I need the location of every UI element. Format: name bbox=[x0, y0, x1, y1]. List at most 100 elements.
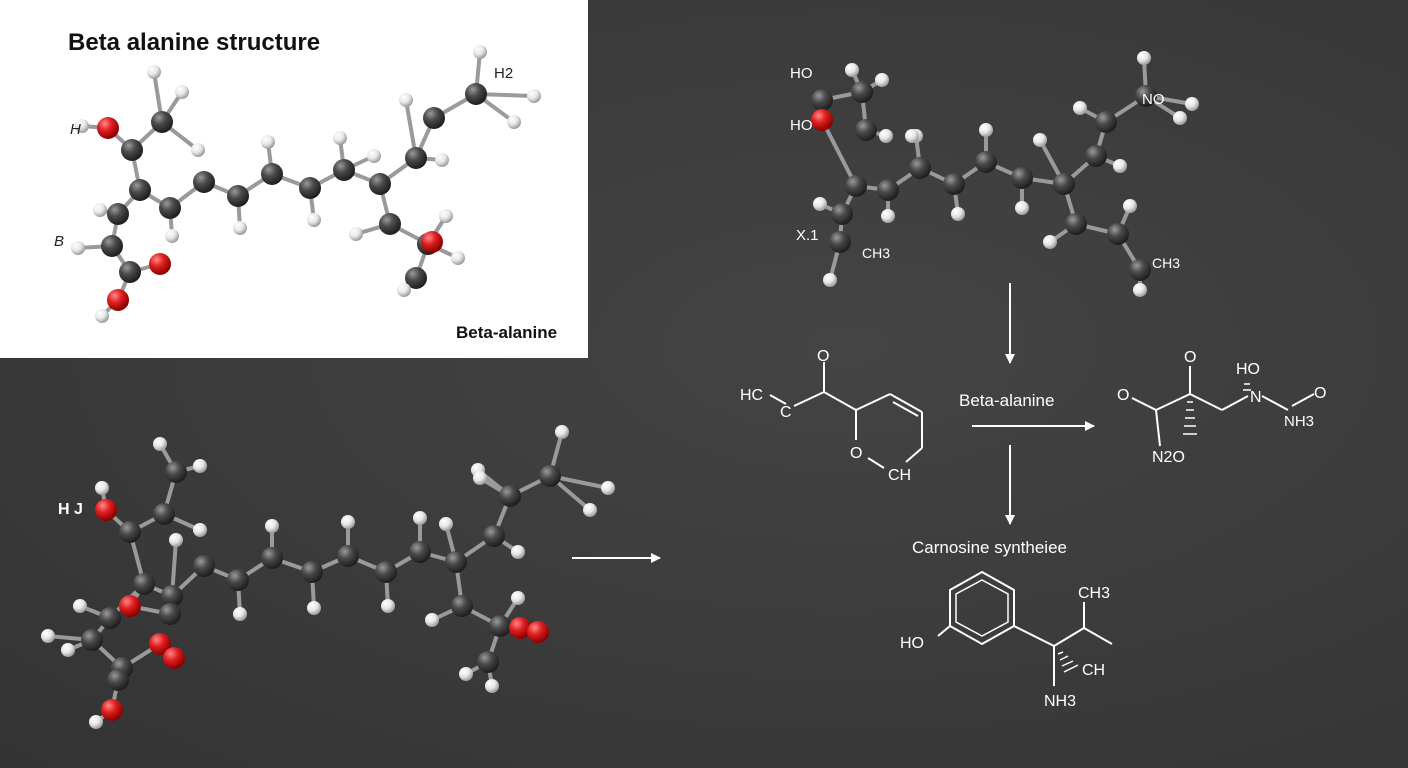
product-ho: HO bbox=[1236, 361, 1260, 378]
hydrogen-atom bbox=[1133, 283, 1147, 297]
oxygen-atom bbox=[509, 617, 531, 639]
hydrogen-atom bbox=[601, 481, 615, 495]
hydrogen-atom bbox=[71, 241, 85, 255]
hydrogen-atom bbox=[265, 519, 279, 533]
carbon-atom bbox=[423, 107, 445, 129]
carbon-atom bbox=[1107, 223, 1129, 245]
carbon-atom bbox=[159, 197, 181, 219]
carbon-atom bbox=[539, 465, 561, 487]
hydrogen-atom bbox=[527, 89, 541, 103]
hydrogen-atom bbox=[41, 629, 55, 643]
inset-label-h: H bbox=[70, 121, 81, 138]
final-ch3: CH3 bbox=[1078, 585, 1110, 602]
hydrogen-atom bbox=[511, 591, 525, 605]
reactant-c: C bbox=[780, 404, 792, 421]
hydrogen-atom bbox=[1173, 111, 1187, 125]
oxygen-atom bbox=[163, 647, 185, 669]
carbon-atom bbox=[129, 179, 151, 201]
hydrogen-atom bbox=[425, 613, 439, 627]
hydrogen-atom bbox=[1015, 201, 1029, 215]
hydrogen-atom bbox=[473, 45, 487, 59]
carbon-atom bbox=[831, 203, 853, 225]
oxygen-atom bbox=[527, 621, 549, 643]
carbon-atom bbox=[133, 573, 155, 595]
carbon-atom bbox=[451, 595, 473, 617]
carbon-atom bbox=[1135, 85, 1157, 107]
product-hash-bond-n bbox=[1243, 383, 1251, 391]
hydrogen-atom bbox=[435, 153, 449, 167]
hydrogen-atom bbox=[307, 213, 321, 227]
hydrogen-atom bbox=[951, 207, 965, 221]
carbon-atom bbox=[845, 175, 867, 197]
final-nh3: NH3 bbox=[1044, 693, 1076, 710]
hydrogen-atom bbox=[95, 309, 109, 323]
hydrogen-atom bbox=[439, 517, 453, 531]
top-right-molecule bbox=[811, 51, 1199, 297]
hydrogen-atom bbox=[1113, 159, 1127, 173]
carbon-atom bbox=[101, 235, 123, 257]
hydrogen-atom bbox=[511, 545, 525, 559]
carbon-atom bbox=[1011, 167, 1033, 189]
hydrogen-atom bbox=[349, 227, 363, 241]
carbon-atom bbox=[465, 83, 487, 105]
carbon-atom bbox=[193, 555, 215, 577]
carbon-atom bbox=[151, 111, 173, 133]
carbon-atom bbox=[107, 669, 129, 691]
carbon-atom bbox=[107, 203, 129, 225]
inset-label-h2: H2 bbox=[494, 65, 513, 82]
carbon-atom bbox=[877, 179, 899, 201]
oxygen-atom bbox=[149, 253, 171, 275]
hydrogen-atom bbox=[147, 65, 161, 79]
reactant-ch: CH bbox=[888, 467, 911, 484]
oxygen-atom bbox=[421, 231, 443, 253]
final-ho: HO bbox=[900, 635, 924, 652]
tr-label-no: NO bbox=[1142, 91, 1165, 108]
carbon-atom bbox=[261, 163, 283, 185]
carbon-atom bbox=[165, 461, 187, 483]
tr-label-ch3-left: CH3 bbox=[862, 245, 890, 261]
carbon-atom bbox=[489, 615, 511, 637]
hydrogen-atom bbox=[261, 135, 275, 149]
product-structure bbox=[1131, 366, 1315, 447]
reactant-hc: HC bbox=[740, 387, 763, 404]
hydrogen-atom bbox=[169, 533, 183, 547]
product-n: N bbox=[1250, 389, 1262, 406]
tr-label-ho-2: HO bbox=[790, 117, 813, 134]
carbon-atom bbox=[333, 159, 355, 181]
final-hash-bond bbox=[1057, 651, 1079, 673]
carbon-atom bbox=[193, 171, 215, 193]
carbon-atom bbox=[153, 503, 175, 525]
carbon-atom bbox=[445, 551, 467, 573]
inset-caption: Beta-alanine bbox=[456, 323, 557, 342]
carbon-atom bbox=[811, 89, 833, 111]
hydrogen-atom bbox=[459, 667, 473, 681]
inset-panel bbox=[0, 0, 588, 358]
hydrogen-atom bbox=[413, 511, 427, 525]
product-o-right: O bbox=[1314, 385, 1326, 402]
product-n2o: N2O bbox=[1152, 449, 1185, 466]
tr-label-ho-1: HO bbox=[790, 65, 813, 82]
hydrogen-atom bbox=[333, 131, 347, 145]
tr-label-x1: X.1 bbox=[796, 227, 819, 244]
carbon-atom bbox=[1053, 173, 1075, 195]
hydrogen-atom bbox=[451, 251, 465, 265]
hydrogen-atom bbox=[399, 93, 413, 107]
hydrogen-atom bbox=[153, 437, 167, 451]
carbon-atom bbox=[483, 525, 505, 547]
carbon-atom bbox=[121, 139, 143, 161]
hydrogen-atom bbox=[93, 203, 107, 217]
carbon-atom bbox=[409, 541, 431, 563]
enzyme-label: Carnosine syntheiee bbox=[912, 538, 1067, 557]
bottom-left-molecule bbox=[41, 425, 615, 729]
final-ch: CH bbox=[1082, 662, 1105, 679]
hydrogen-atom bbox=[75, 119, 89, 133]
hydrogen-atom bbox=[979, 123, 993, 137]
hydrogen-atom bbox=[583, 503, 597, 517]
hydrogen-atom bbox=[555, 425, 569, 439]
reactant-o-ring: O bbox=[850, 445, 862, 462]
carbon-atom bbox=[227, 185, 249, 207]
oxygen-atom bbox=[811, 109, 833, 131]
carbon-atom bbox=[851, 81, 873, 103]
carbon-atom bbox=[299, 177, 321, 199]
reactant-o-top: O bbox=[817, 348, 829, 365]
